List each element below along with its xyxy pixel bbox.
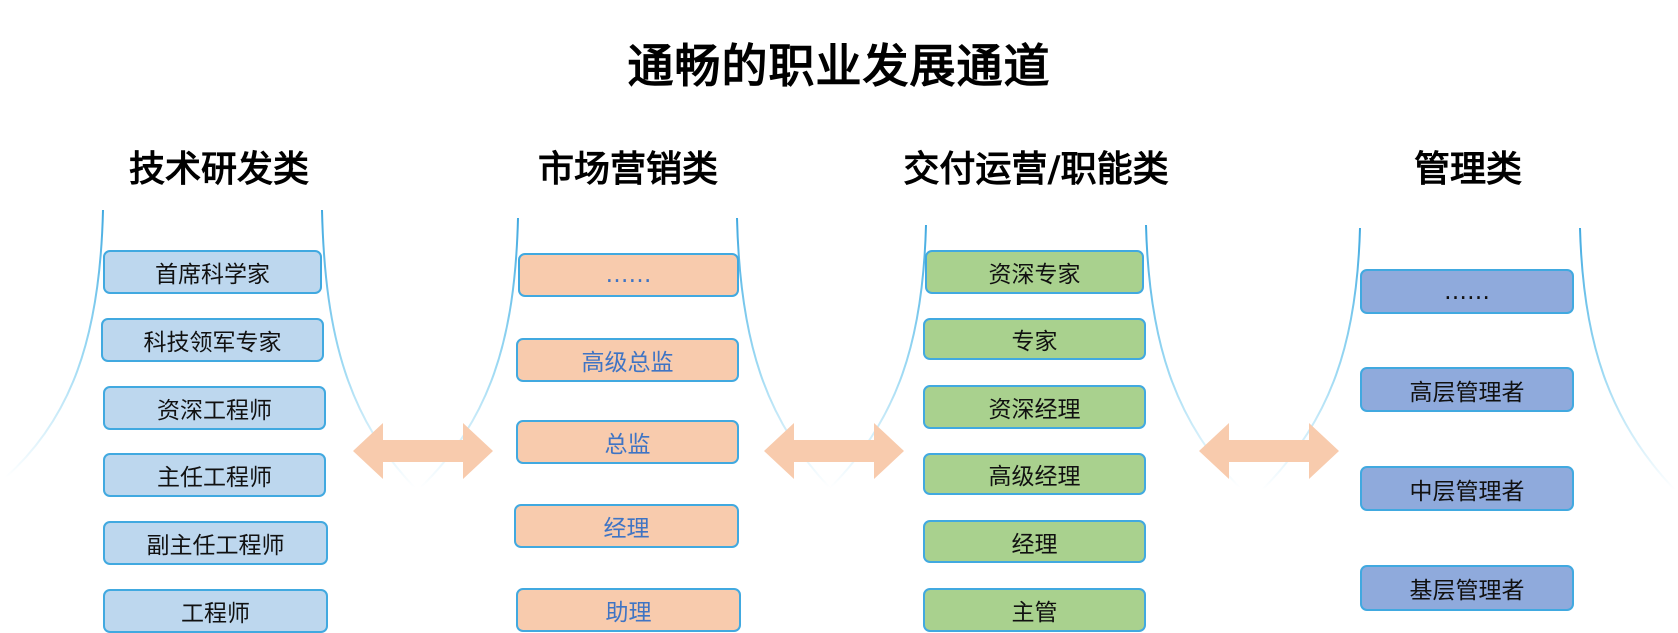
node-ops-senior-manager: 资深经理 (923, 385, 1146, 429)
node-tech-principal-engineer: 主任工程师 (103, 453, 326, 497)
node-mgmt-middle-management: 中层管理者 (1360, 466, 1574, 511)
node-ops-high-level-manager: 高级经理 (923, 453, 1146, 495)
node-mgmt-more: …… (1360, 269, 1574, 314)
node-mgmt-junior-management: 基层管理者 (1360, 565, 1574, 611)
node-tech-engineer: 工程师 (103, 589, 328, 633)
node-mgmt-senior-management: 高层管理者 (1360, 367, 1574, 412)
node-ops-senior-expert: 资深专家 (925, 250, 1144, 294)
node-tech-leading-expert: 科技领军专家 (101, 318, 324, 362)
column-title-ops: 交付运营/职能类 (903, 149, 1169, 190)
diagram-title: 通畅的职业发展通道 (627, 39, 1051, 93)
node-ops-supervisor: 主管 (923, 588, 1146, 632)
double-arrow-icon (353, 423, 493, 479)
column-title-market: 市场营销类 (537, 149, 718, 190)
double-arrow-icon (764, 423, 904, 479)
curve-mgmt-left (1261, 227, 1361, 491)
node-ops-expert: 专家 (923, 318, 1146, 360)
node-ops-manager: 经理 (923, 520, 1146, 563)
node-market-senior-director: 高级总监 (516, 338, 739, 382)
node-tech-associate-principal-engineer: 副主任工程师 (103, 521, 328, 565)
curve-mgmt-right (1579, 227, 1676, 491)
node-market-director: 总监 (516, 420, 739, 464)
node-market-manager: 经理 (514, 504, 739, 548)
node-market-more: …… (518, 253, 739, 297)
column-title-tech: 技术研发类 (128, 149, 309, 190)
column-title-mgmt: 管理类 (1413, 149, 1522, 190)
node-tech-chief-scientist: 首席科学家 (103, 250, 322, 294)
double-arrow-icon (1199, 423, 1339, 479)
node-market-assistant: 助理 (516, 588, 741, 632)
curve-tech-left (4, 209, 104, 479)
node-tech-senior-engineer: 资深工程师 (103, 386, 326, 430)
